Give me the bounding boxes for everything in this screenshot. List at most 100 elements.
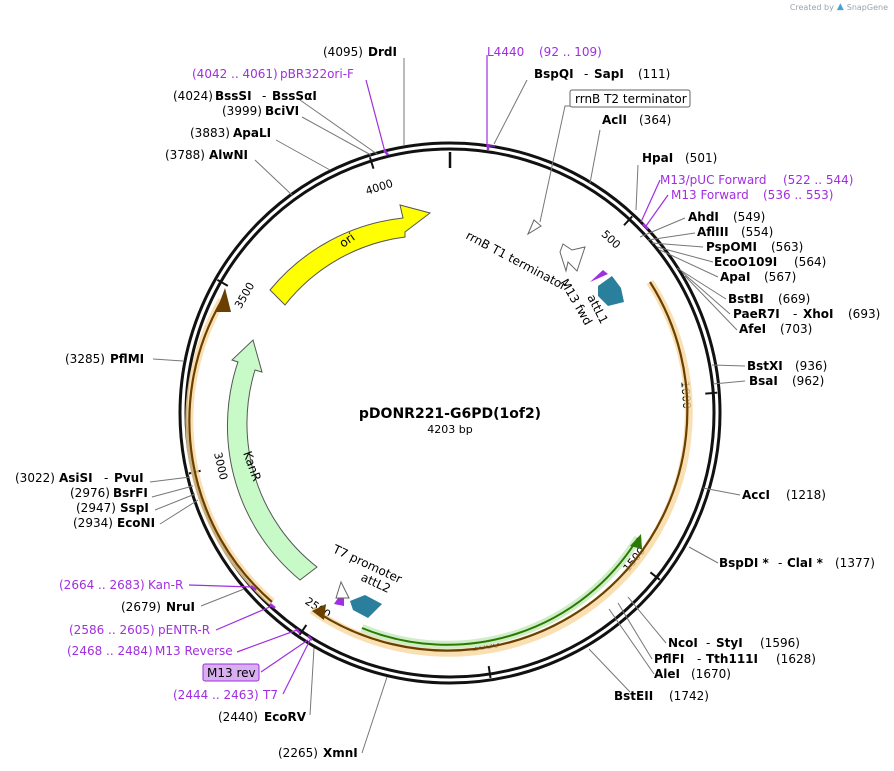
aflii-name: AflIII [697, 225, 729, 239]
ncoi-pos: (1596) [760, 636, 800, 650]
bssi-name: BssSI [215, 89, 252, 103]
paer7i-name: PaeR7I [733, 307, 780, 321]
asisi-dash: - [104, 471, 108, 485]
ecorv-pos: (2440) [218, 710, 258, 724]
primer-leader-lines [188, 55, 669, 695]
alwni-name: AlwNI [209, 148, 248, 162]
bspdi-name: BspDI * [719, 556, 769, 570]
asisi-name: AsiSI [59, 471, 93, 485]
m13r-name: M13 Reverse [155, 644, 233, 658]
rrnb-t1-label: rrnB T1 terminator [464, 228, 569, 293]
apali-name: ApaLI [233, 126, 271, 140]
m13f-range: (536 .. 553) [763, 188, 833, 202]
created-by-text: Created by [789, 2, 834, 12]
ncoi-name2: StyI [716, 636, 743, 650]
paer7i-dash: - [793, 307, 797, 321]
pentr-range: (2586 .. 2605) [69, 623, 155, 637]
snapgene-brand-text: SnapGene [846, 2, 888, 12]
bspqi-pos: (111) [638, 67, 670, 81]
apai-name: ApaI [720, 270, 750, 284]
kanr-feature-arrow [226, 339, 318, 581]
insert-arc [319, 281, 689, 652]
nrui-name: NruI [166, 600, 195, 614]
l4440-name: L4440 [487, 45, 524, 59]
orf-arc-glow [360, 535, 642, 649]
kanr-primer-range: (2664 .. 2683) [59, 578, 145, 592]
alei-pos: (1670) [691, 667, 731, 681]
bsrfi-pos: (2976) [70, 486, 110, 500]
pflfi-pos: (1628) [776, 652, 816, 666]
bspdi-pos: (1377) [835, 556, 875, 570]
acli-name: AclI [602, 113, 627, 127]
bstxi-pos: (936) [795, 359, 827, 373]
acci-pos: (1218) [786, 488, 826, 502]
bcivi-pos: (3999) [222, 104, 262, 118]
hpai-pos: (501) [685, 151, 717, 165]
sspi-pos: (2947) [76, 501, 116, 515]
asisi-name2: PvuI [114, 471, 144, 485]
bssi-dash: - [262, 89, 266, 103]
alwni-pos: (3788) [165, 148, 205, 162]
l4440-range: (92 .. 109) [539, 45, 602, 59]
bspdi-dash: - [778, 556, 782, 570]
pflmi-pos: (3285) [65, 352, 105, 366]
plasmid-title: pDONR221-G6PD(1of2) [359, 406, 541, 422]
afei-name: AfeI [739, 322, 766, 336]
orf-arc [361, 537, 639, 646]
insert-arc-arrowhead [312, 604, 326, 620]
apali-pos: (3883) [190, 126, 230, 140]
tick-label-4000: 4000 [364, 177, 395, 198]
pspomi-pos: (563) [771, 240, 803, 254]
bstbi-name: BstBI [728, 292, 764, 306]
bsai-name: BsaI [749, 374, 778, 388]
bspqi-name: BspQI [534, 67, 574, 81]
ahdi-name: AhdI [688, 210, 719, 224]
rrnb-t2-arrow [526, 219, 542, 236]
t7-primer-range: (2444 .. 2463) [173, 688, 259, 702]
ncoi-dash: - [706, 636, 710, 650]
ahdi-pos: (549) [733, 210, 765, 224]
attl2-arrow [350, 595, 382, 618]
paer7i-pos: (693) [848, 307, 880, 321]
rrnb-t2-label-box [569, 89, 691, 108]
left-orange-arc-arrowhead [216, 288, 231, 312]
tick-mark-3500 [216, 279, 229, 287]
eco0109i-name: EcoO109I [714, 255, 777, 269]
eco0109i-pos: (564) [794, 255, 826, 269]
m13puc-name: M13/pUC Forward [660, 173, 767, 187]
xmni-name: XmnI [323, 746, 358, 760]
tick-label-500: 500 [599, 228, 623, 252]
asisi-pos: (3022) [15, 471, 55, 485]
tick-mark-4000 [368, 156, 375, 169]
m13-rev-badge[interactable] [202, 663, 260, 682]
snapgene-logo-icon: ▲ [836, 2, 844, 12]
xmni-pos: (2265) [278, 746, 318, 760]
econi-pos: (2934) [73, 516, 113, 530]
pbr322-name: pBR322ori-F [280, 67, 354, 81]
bstxi-name: BstXI [747, 359, 783, 373]
hpai-name: HpaI [642, 151, 673, 165]
tick-mark-2500 [298, 624, 308, 636]
m13-fwd-primer-arrow [590, 270, 608, 282]
plasmid-length: 4203 bp [427, 423, 472, 436]
sspi-name: SspI [120, 501, 149, 515]
nrui-pos: (2679) [121, 600, 161, 614]
orf-arc-arrowhead [630, 534, 642, 549]
bcivi-name: BciVI [265, 104, 299, 118]
acci-name: AccI [742, 488, 770, 502]
afei-pos: (703) [780, 322, 812, 336]
tick-label-3500: 3500 [232, 280, 257, 311]
rrnb-t1-arrow [559, 243, 586, 273]
m13r-range: (2468 .. 2484) [67, 644, 153, 658]
drdi-name: DrdI [368, 45, 397, 59]
bspqi-dash: - [584, 67, 588, 81]
rrnb-t2-label: rrnB T2 terminator [575, 92, 687, 106]
pentr-name: pENTR-R [158, 623, 210, 637]
tick-mark-500 [623, 215, 633, 226]
bssi-name2: BssSαI [272, 89, 317, 103]
bsai-pos: (962) [792, 374, 824, 388]
tick-label-3000: 3000 [211, 451, 230, 481]
kanr-primer-name: Kan-R [148, 578, 183, 592]
m13-rev-label: M13 rev [207, 666, 256, 680]
